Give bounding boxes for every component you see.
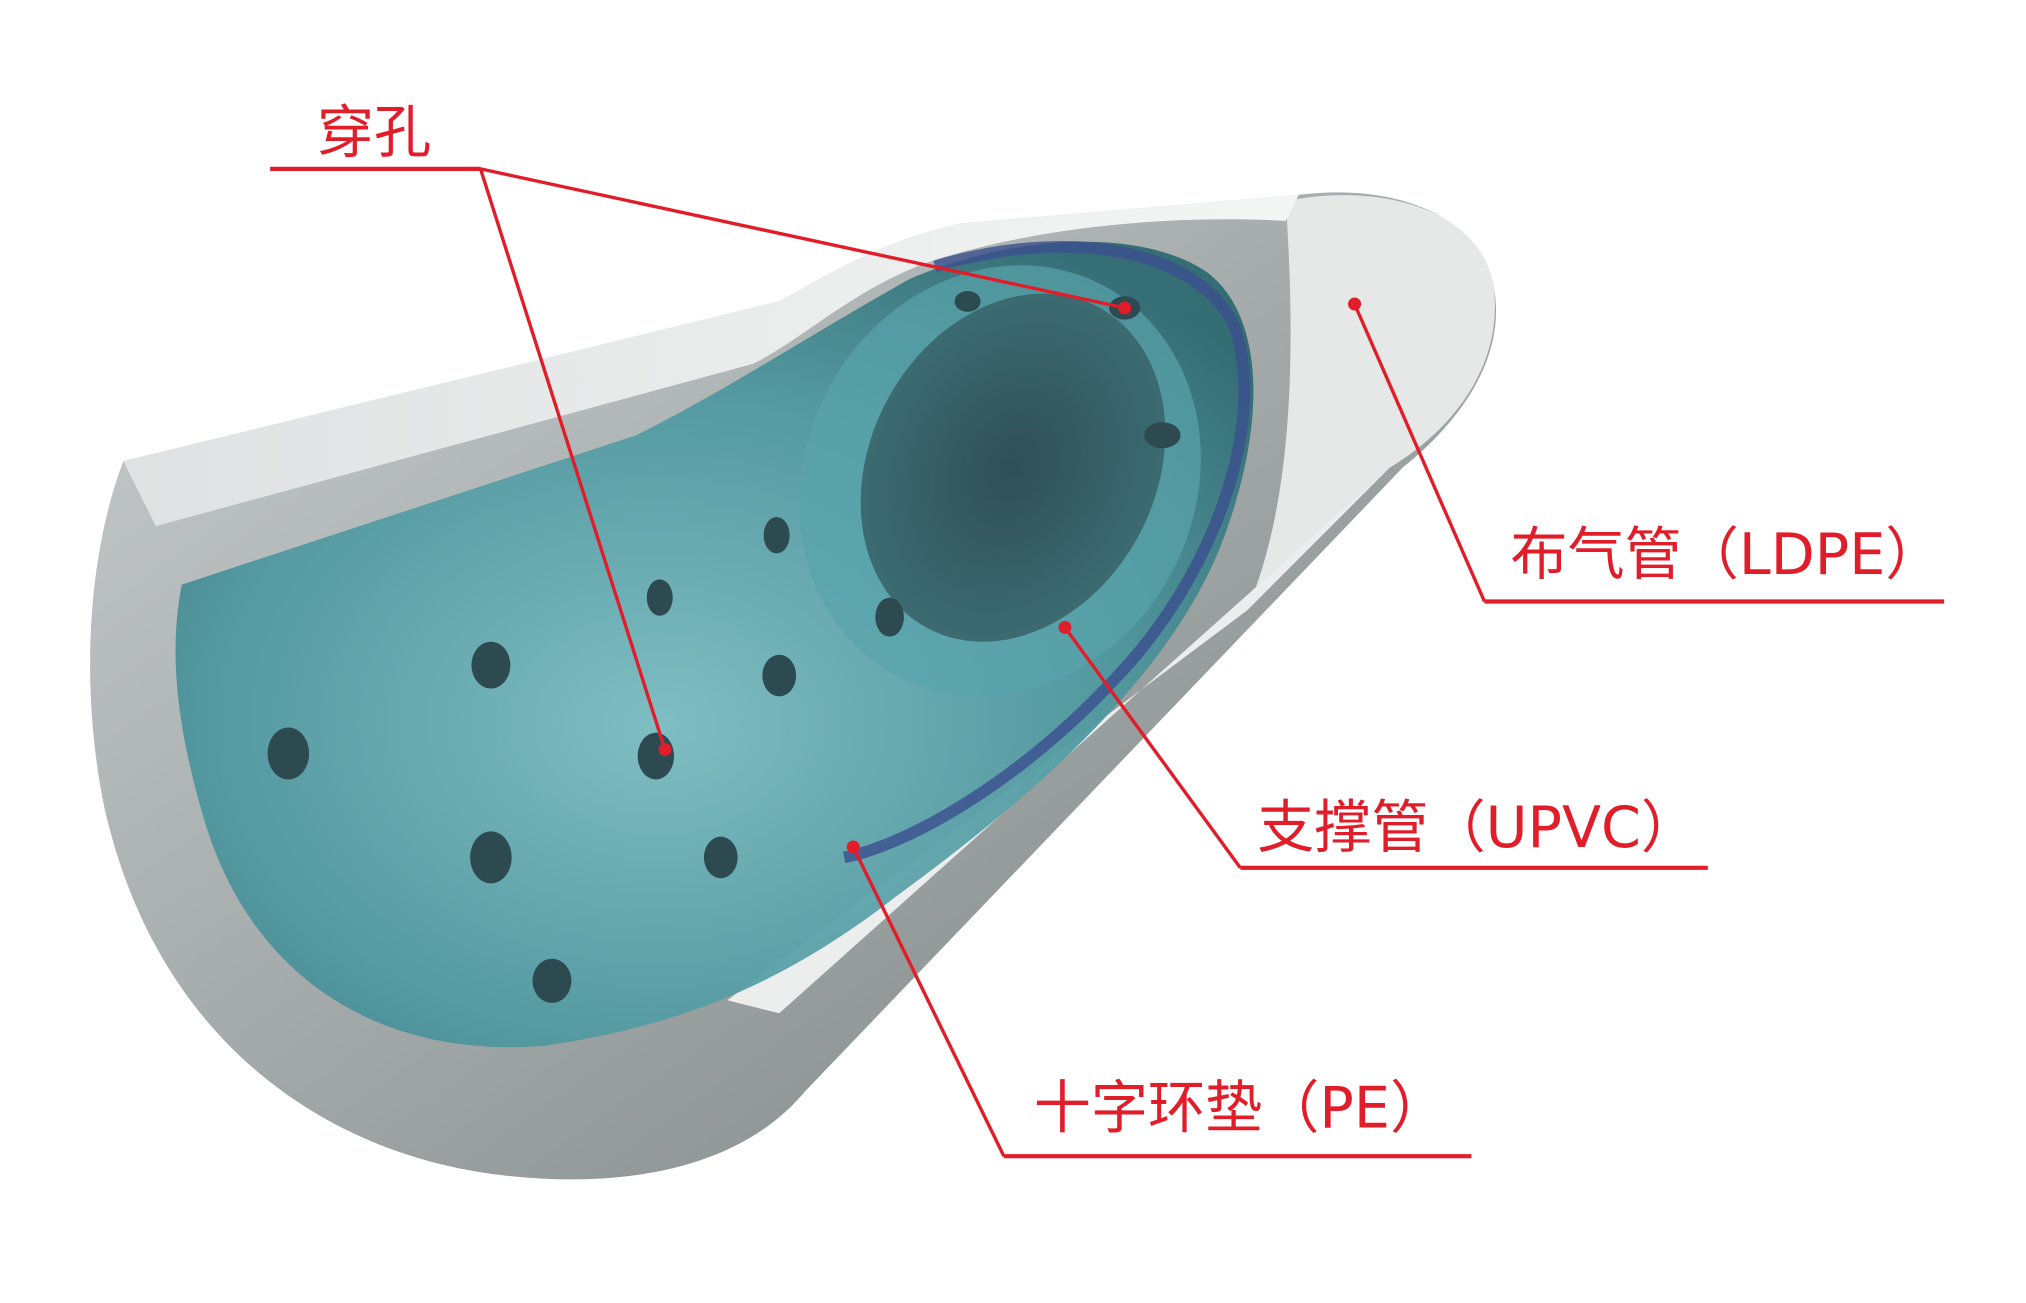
pointer-dot — [846, 840, 860, 854]
inner-cavity — [860, 293, 1166, 642]
leader-line — [478, 166, 1126, 751]
hole — [954, 290, 981, 312]
hole — [646, 579, 673, 616]
hole — [763, 517, 790, 554]
hole — [1144, 422, 1181, 449]
label-text: 支撑管（UPVC） — [1257, 795, 1698, 861]
hole — [470, 831, 512, 884]
hole — [762, 654, 797, 697]
pointer-dot — [1118, 301, 1132, 315]
label-cross-ring-gasket: 十字环垫（PE） — [846, 840, 1472, 1159]
leader-line — [1353, 303, 1486, 603]
hole — [532, 958, 572, 1003]
hole — [875, 597, 904, 637]
leader-line — [1063, 626, 1242, 869]
hole — [703, 836, 738, 879]
pointer-dot — [1348, 297, 1362, 311]
leader-line — [851, 846, 1006, 1157]
hole — [267, 727, 310, 780]
hole — [471, 641, 511, 689]
pointer-dot — [1058, 620, 1072, 634]
pointer-dot — [658, 743, 672, 757]
label-aeration-tube: 布气管（LDPE） — [1348, 297, 1945, 604]
pipe-body — [90, 192, 1497, 1180]
foam-layer-top — [123, 194, 1299, 527]
label-text: 穿孔 — [317, 100, 431, 166]
label-text: 十字环垫（PE） — [1034, 1076, 1447, 1142]
label-text: 布气管（LDPE） — [1510, 522, 1942, 588]
perforation-holes — [267, 290, 1181, 1003]
hole — [637, 732, 675, 780]
label-support-tube: 支撑管（UPVC） — [1058, 620, 1708, 870]
label-perforation: 穿孔 — [270, 100, 1132, 757]
right-end-cap — [1246, 195, 1495, 611]
gasket-band — [843, 241, 1251, 864]
